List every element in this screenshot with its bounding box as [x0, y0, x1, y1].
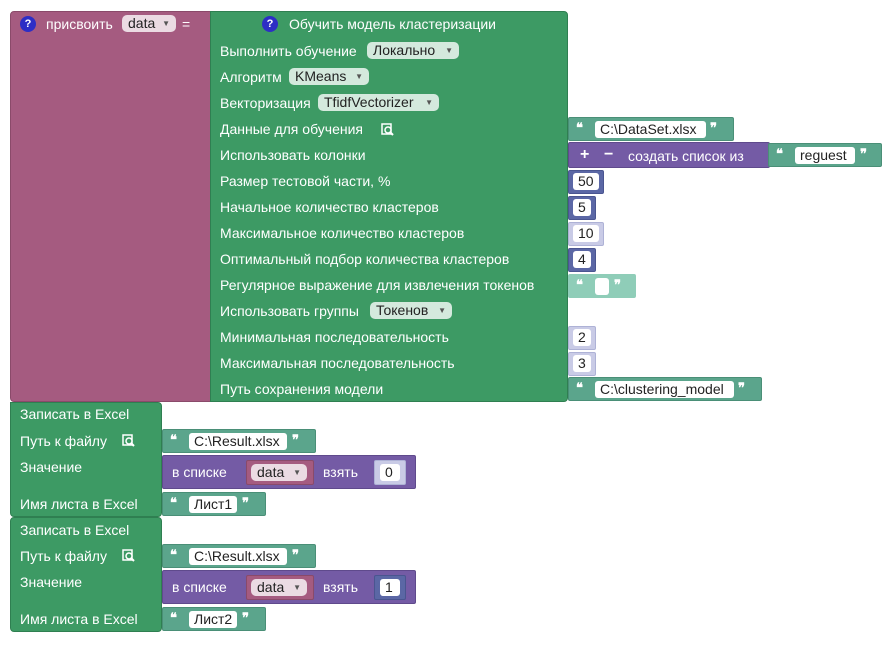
write-excel-title: Записать в Excel	[20, 522, 130, 538]
train-row-label: Путь сохранения модели	[220, 381, 384, 397]
dataset-path-field[interactable]: C:\DataSet.xlsx	[595, 121, 706, 138]
file-path-label: Путь к файлу	[20, 548, 107, 564]
open-quote-icon: ❝	[576, 121, 583, 136]
sheet-name-field[interactable]: Лист2	[189, 611, 237, 628]
close-quote-icon: ❞	[292, 433, 299, 448]
train-row-label: Выполнить обучение	[220, 43, 357, 59]
train-row-label: Начальное количество кластеров	[220, 199, 439, 215]
close-quote-icon: ❞	[860, 147, 867, 162]
sheet-name-field[interactable]: Лист1	[189, 496, 237, 513]
use-groups-dropdown[interactable]: Токенов▼	[370, 302, 452, 319]
index-field[interactable]: 1	[380, 579, 400, 596]
plus-icon[interactable]: +	[580, 146, 590, 163]
initial-clusters-field[interactable]: 5	[573, 199, 591, 216]
max-sequence-field[interactable]: 3	[573, 355, 591, 372]
vectorization-dropdown[interactable]: TfidfVectorizer▼	[318, 94, 439, 111]
help-icon[interactable]: ?	[262, 16, 278, 32]
open-quote-icon: ❝	[170, 611, 177, 626]
model-path-field[interactable]: C:\clustering_model	[595, 381, 734, 398]
column-name-field[interactable]: reguest	[795, 147, 855, 164]
train-row-label: Использовать колонки	[220, 147, 366, 163]
take-label: взять	[323, 579, 358, 595]
chevron-down-icon: ▼	[293, 583, 301, 592]
chevron-down-icon: ▼	[293, 468, 301, 477]
train-row-label: Алгоритм	[220, 69, 282, 85]
close-quote-icon: ❞	[738, 381, 745, 396]
train-row-label: Максимальная последовательность	[220, 355, 455, 371]
result-path-field[interactable]: C:\Result.xlsx	[189, 433, 287, 450]
value-label: Значение	[20, 459, 83, 475]
close-quote-icon: ❞	[710, 121, 717, 136]
assign-variable-dropdown[interactable]: data▼	[122, 15, 176, 32]
file-search-icon[interactable]	[381, 123, 394, 136]
file-search-icon[interactable]	[122, 434, 135, 447]
train-row-label: Векторизация	[220, 95, 311, 111]
open-quote-icon: ❝	[776, 147, 783, 162]
in-list-label: в списке	[172, 464, 227, 480]
take-label: взять	[323, 464, 358, 480]
value-label: Значение	[20, 574, 83, 590]
create-list-label: создать список из	[628, 148, 744, 164]
assign-label: присвоить	[46, 16, 113, 32]
help-icon[interactable]: ?	[20, 16, 36, 32]
train-cluster-model-block[interactable]	[210, 11, 568, 402]
chevron-down-icon: ▼	[162, 19, 170, 28]
train-block-title: Обучить модель кластеризации	[289, 16, 497, 32]
open-quote-icon: ❝	[576, 381, 583, 396]
optimal-clusters-field[interactable]: 4	[573, 251, 591, 268]
chevron-down-icon: ▼	[425, 98, 433, 107]
close-quote-icon: ❞	[242, 496, 249, 511]
result-path-field[interactable]: C:\Result.xlsx	[189, 548, 287, 565]
chevron-down-icon: ▼	[355, 72, 363, 81]
variable-dropdown[interactable]: data▼	[251, 579, 307, 596]
train-row-label: Размер тестовой части, %	[220, 173, 391, 189]
max-clusters-field[interactable]: 10	[573, 225, 599, 242]
assign-equals: =	[182, 16, 191, 32]
open-quote-icon: ❝	[170, 433, 177, 448]
index-field[interactable]: 0	[380, 464, 400, 481]
chevron-down-icon: ▼	[445, 46, 453, 55]
chevron-down-icon: ▼	[438, 306, 446, 315]
file-search-icon[interactable]	[122, 549, 135, 562]
close-quote-icon: ❞	[242, 611, 249, 626]
open-quote-icon: ❝	[170, 548, 177, 563]
run-mode-dropdown[interactable]: Локально▼	[367, 42, 459, 59]
train-row-label: Регулярное выражение для извлечения токе…	[220, 277, 535, 293]
open-quote-icon: ❝	[170, 496, 177, 511]
file-path-label: Путь к файлу	[20, 433, 107, 449]
in-list-label: в списке	[172, 579, 227, 595]
write-excel-block[interactable]	[10, 517, 162, 632]
assign-block[interactable]	[10, 11, 212, 402]
algorithm-dropdown[interactable]: KMeans▼	[289, 68, 369, 85]
train-row-label: Минимальная последовательность	[220, 329, 449, 345]
train-row-label: Использовать группы	[220, 303, 359, 319]
regex-field[interactable]	[595, 278, 609, 295]
variable-dropdown[interactable]: data▼	[251, 464, 307, 481]
train-row-label: Оптимальный подбор количества кластеров	[220, 251, 510, 267]
train-row-label: Максимальное количество кластеров	[220, 225, 465, 241]
close-quote-icon: ❞	[292, 548, 299, 563]
train-row-label: Данные для обучения	[220, 121, 363, 137]
write-excel-title: Записать в Excel	[20, 406, 130, 422]
open-quote-icon: ❝	[576, 278, 583, 293]
close-quote-icon: ❞	[614, 278, 621, 293]
sheet-name-label: Имя листа в Excel	[20, 611, 138, 627]
sheet-name-label: Имя листа в Excel	[20, 496, 138, 512]
min-sequence-field[interactable]: 2	[573, 329, 591, 346]
write-excel-block[interactable]	[10, 402, 162, 517]
minus-icon[interactable]: −	[604, 146, 614, 163]
test-size-field[interactable]: 50	[573, 173, 599, 190]
